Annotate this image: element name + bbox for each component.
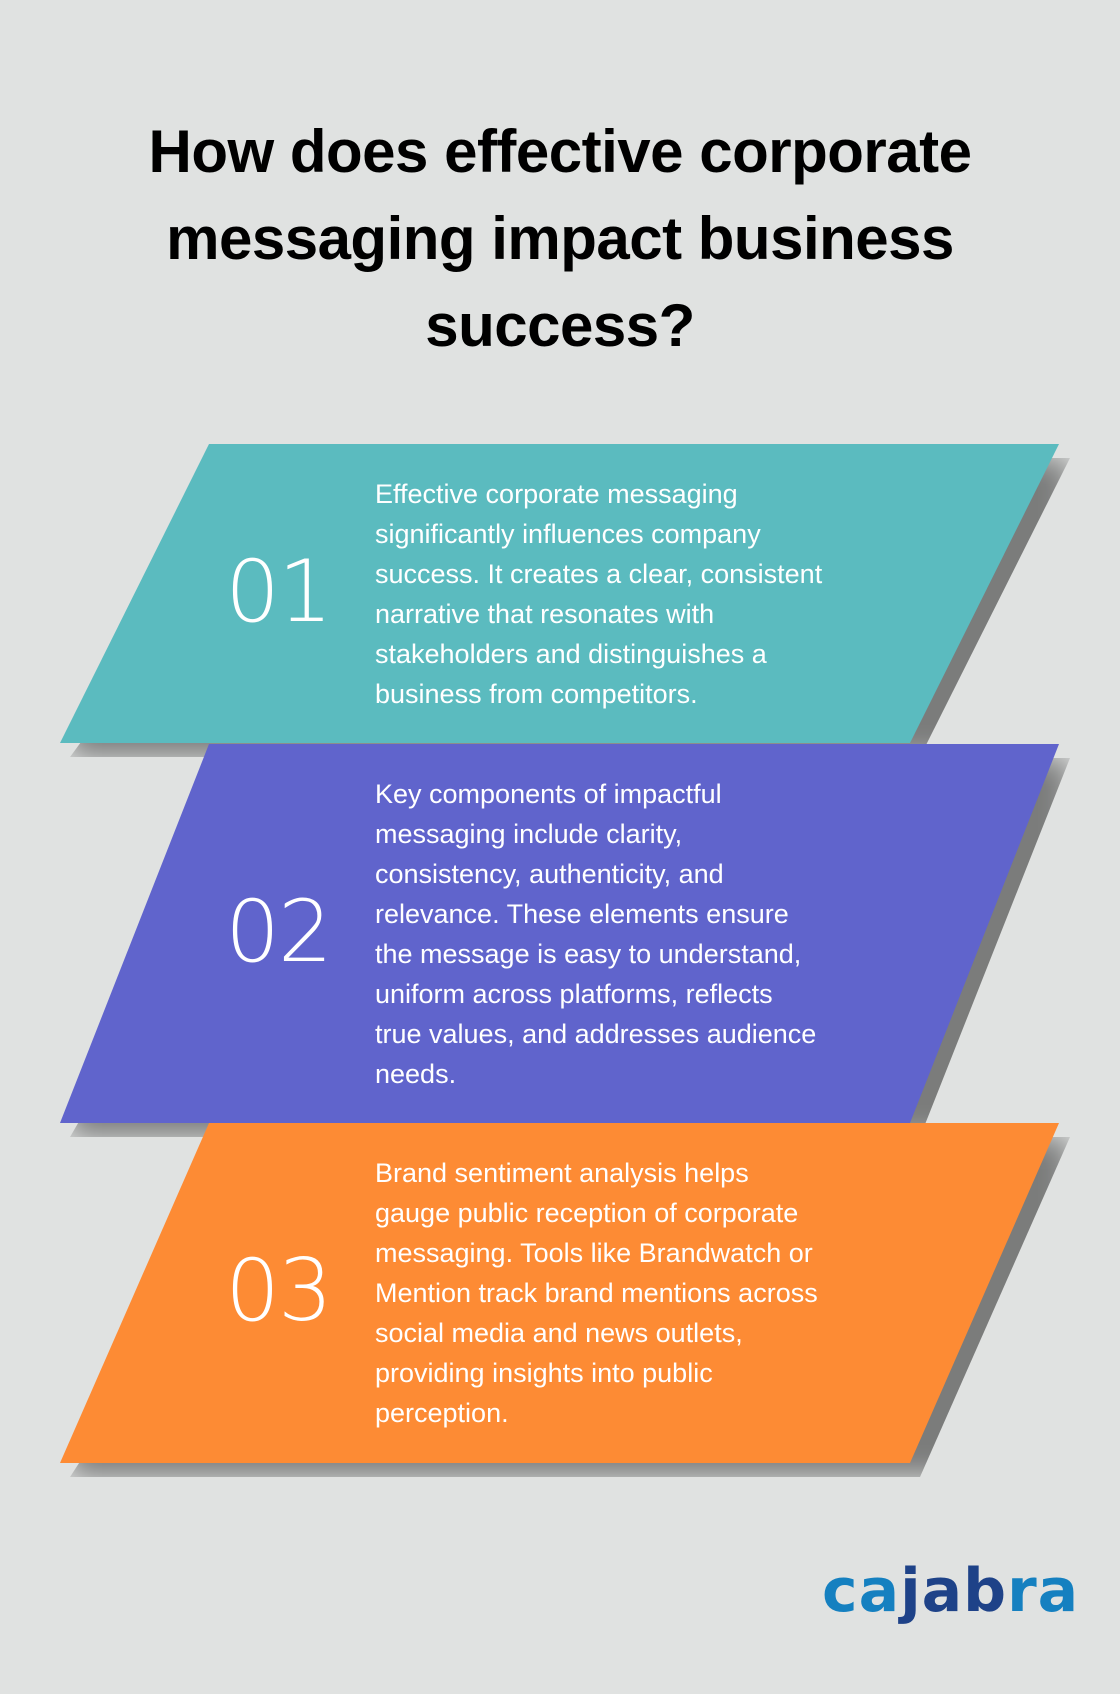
step-number: 02	[225, 882, 332, 982]
card-shape	[60, 444, 1059, 743]
step-text: Key components of impactful messaging in…	[375, 779, 817, 1089]
step-card-03: 03 Brand sentiment analysis helps gauge …	[0, 1123, 1120, 1477]
title-line: messaging impact business	[166, 205, 954, 272]
title-line: success?	[425, 292, 695, 359]
title-line: How does effective corporate	[148, 118, 972, 185]
step-card-02: 02 Key components of impactful messaging…	[0, 744, 1120, 1137]
step-number: 01	[225, 542, 332, 642]
page-title: How does effective corporate messaging i…	[0, 108, 1120, 369]
step-text: Effective corporate messaging significan…	[375, 479, 823, 709]
step-text: Brand sentiment analysis helps gauge pub…	[375, 1158, 818, 1428]
card-shape	[60, 1123, 1059, 1463]
step-number: 03	[225, 1241, 332, 1341]
card-shape	[60, 744, 1059, 1123]
cajabra-logo: cajabra	[822, 1556, 1080, 1626]
step-card-01: 01 Effective corporate messaging signifi…	[0, 444, 1120, 757]
